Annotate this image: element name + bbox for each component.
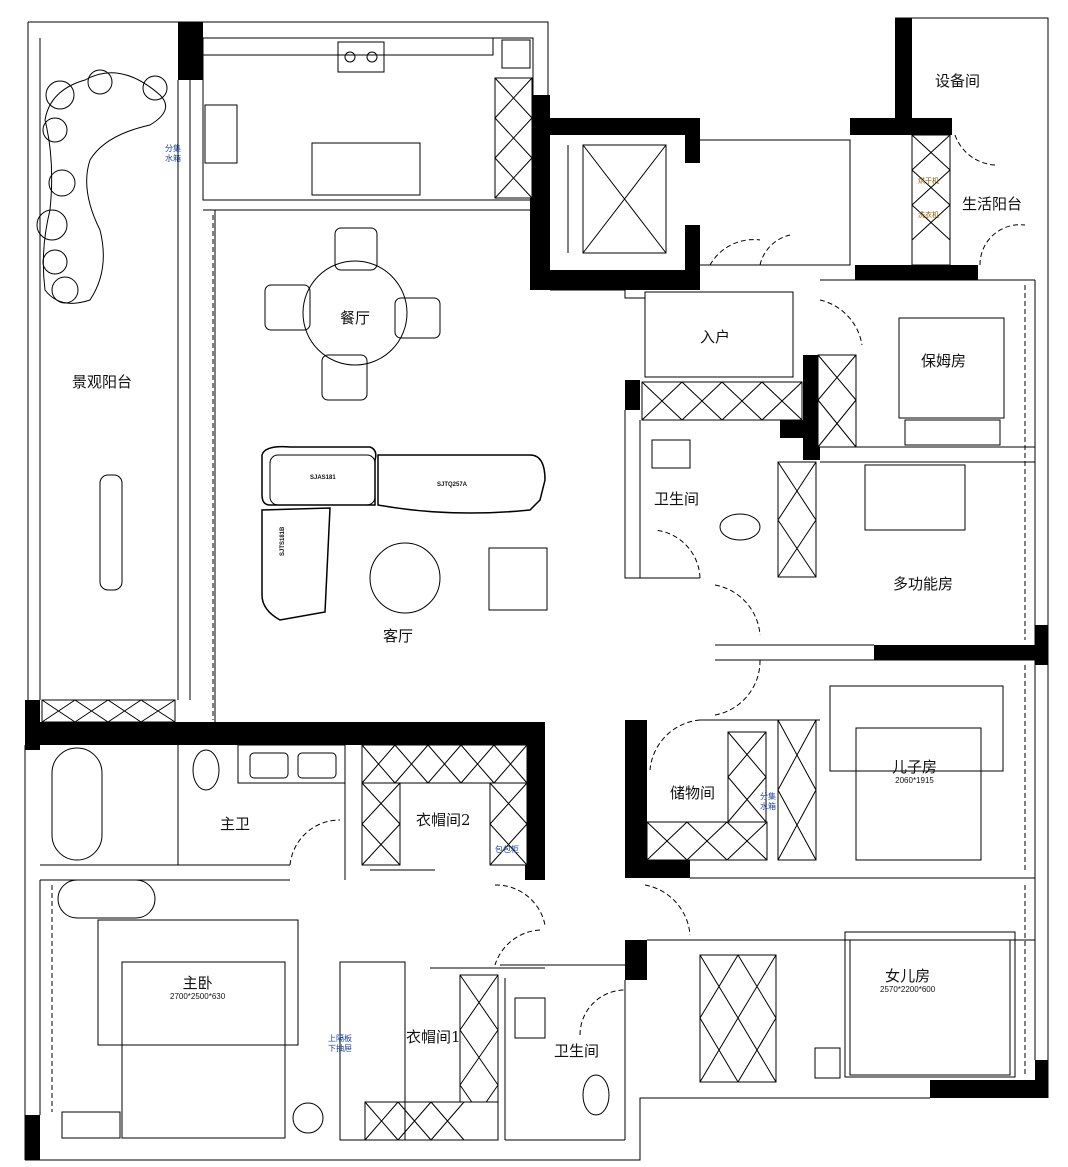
room-label-master-bath: 主卫 (220, 815, 251, 833)
note-dryer: 烘干机 (918, 177, 939, 185)
note-washer: 洗衣机 (918, 211, 939, 219)
room-label-multi: 多功能房 (893, 575, 954, 593)
room-label-entrance: 入户 (700, 328, 731, 346)
note-manifold-2: 分集水箱 (760, 792, 776, 812)
note-line: 分集 (760, 792, 776, 801)
room-label-service-balcony: 生活阳台 (962, 195, 1023, 213)
room-label-equipment: 设备间 (935, 72, 981, 90)
daughter-dim: 2570*2200*600 (880, 985, 936, 994)
kitchen-fixtures (204, 39, 531, 196)
room-label-living: 客厅 (383, 627, 414, 645)
note-line: 上隔板 (328, 1034, 352, 1043)
master-dim: 2700*2500*630 (170, 992, 226, 1001)
note-shelf: 上隔板下抽屉 (328, 1034, 352, 1054)
cabinets (41, 37, 951, 1141)
room-label-closet1: 衣帽间1 (406, 1028, 461, 1046)
sofa-code-c: SJTS181B (280, 526, 286, 556)
note-bag-cabinet: 包包柜 (495, 845, 519, 854)
doors (289, 134, 1026, 1036)
note-line: 分集 (165, 144, 181, 153)
bath-fixtures (51, 439, 761, 1116)
windows (51, 215, 1026, 1112)
room-label-closet2: 衣帽间2 (416, 811, 471, 829)
son-name: 儿子房 (892, 758, 938, 776)
room-label-bath1: 卫生间 (654, 490, 700, 508)
room-label-bath2: 卫生间 (554, 1042, 600, 1060)
living-furniture (261, 445, 548, 621)
sofa-code-b: SJTQ257A (437, 482, 468, 488)
outer-outline (24, 17, 1049, 1161)
note-line: 水箱 (165, 154, 181, 163)
dining-set (264, 227, 441, 401)
elevator (567, 144, 667, 254)
walls (25, 18, 1048, 1160)
note-line: 下抽屉 (328, 1044, 352, 1053)
room-label-nanny: 保姆房 (921, 352, 967, 370)
room-label-storage: 储物间 (670, 784, 716, 802)
room-label-dining: 餐厅 (340, 309, 371, 327)
sofa-code-a: SJAS181 (310, 475, 336, 481)
room-label-landscape-balcony: 景观阳台 (72, 373, 133, 391)
planting (36, 69, 168, 591)
note-manifold-1: 分集水箱 (165, 144, 181, 164)
note-line: 水箱 (760, 802, 776, 811)
son-dim: 2060*1915 (895, 776, 934, 785)
daughter-name: 女儿房 (885, 967, 931, 985)
beds (61, 317, 1016, 1139)
master-name: 主卧 (182, 974, 213, 992)
